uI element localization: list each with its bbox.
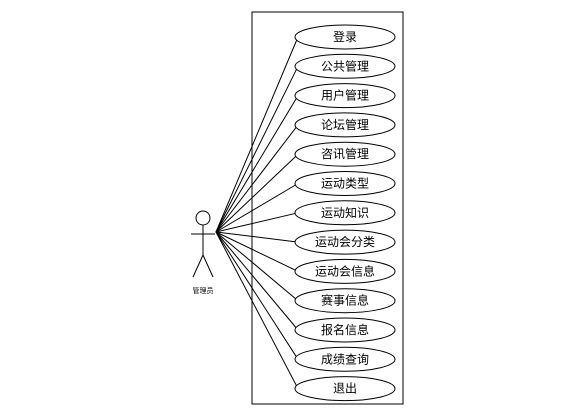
use-case-label: 咨讯管理 xyxy=(321,146,369,161)
use-case-ellipse xyxy=(294,200,396,226)
use-case-label: 报名信息 xyxy=(321,322,369,337)
association-line xyxy=(215,212,299,233)
use-case-ellipse xyxy=(294,141,396,167)
use-case: 运动知识 xyxy=(294,200,396,226)
use-case: 退出 xyxy=(294,376,396,402)
use-case: 论坛管理 xyxy=(294,112,396,138)
use-case-list: 登录公共管理用户管理论坛管理咨讯管理运动类型运动知识运动会分类运动会信息赛事信息… xyxy=(294,24,396,402)
use-case-label: 论坛管理 xyxy=(321,117,369,132)
association-line xyxy=(215,231,299,389)
use-case-ellipse xyxy=(294,288,396,314)
use-case-ellipse xyxy=(294,53,396,79)
use-case-label: 用户管理 xyxy=(321,88,369,103)
use-case: 咨讯管理 xyxy=(294,141,396,167)
use-case-label: 运动知识 xyxy=(321,206,369,220)
association-line xyxy=(215,231,299,302)
association-line xyxy=(215,36,299,233)
use-case: 成绩查询 xyxy=(294,346,396,372)
use-case: 报名信息 xyxy=(294,317,396,343)
use-case: 运动会分类 xyxy=(294,229,396,255)
actor-name: 管理员 xyxy=(193,286,214,295)
association-line xyxy=(215,231,299,243)
use-case: 用户管理 xyxy=(294,83,396,109)
use-case-ellipse xyxy=(294,229,396,255)
use-case-ellipse xyxy=(294,258,396,284)
association-line xyxy=(215,231,299,360)
use-case: 赛事信息 xyxy=(294,288,396,314)
association-line xyxy=(215,153,299,233)
actor-stick-figure xyxy=(191,210,215,278)
use-case-ellipse xyxy=(294,171,396,196)
use-case-label: 公共管理 xyxy=(321,58,369,73)
system-boundary xyxy=(251,11,404,405)
use-case-label: 赛事信息 xyxy=(321,293,369,308)
association-line xyxy=(215,231,299,331)
use-case: 登录 xyxy=(294,24,396,50)
use-case-ellipse xyxy=(294,112,396,138)
association-line xyxy=(215,95,299,233)
association-lines xyxy=(215,36,299,389)
association-line xyxy=(215,124,299,233)
use-case-ellipse xyxy=(294,317,396,343)
use-case-ellipse xyxy=(294,376,396,402)
use-case-ellipse xyxy=(294,24,396,50)
association-line xyxy=(215,183,299,233)
use-case: 运动类型 xyxy=(294,171,396,196)
association-line xyxy=(215,66,299,233)
use-case-ellipse xyxy=(294,346,396,372)
association-line xyxy=(215,231,299,272)
use-case-label: 退出 xyxy=(333,382,357,396)
use-case-ellipse xyxy=(294,83,396,109)
use-case-label: 运动会信息 xyxy=(315,263,375,278)
use-case-label: 运动类型 xyxy=(321,177,369,191)
use-case-label: 登录 xyxy=(333,29,357,44)
use-case: 公共管理 xyxy=(294,53,396,79)
actor: 管理员 xyxy=(191,210,215,295)
use-case-label: 运动会分类 xyxy=(315,235,375,249)
use-case: 运动会信息 xyxy=(294,258,396,284)
use-case-label: 成绩查询 xyxy=(321,352,369,366)
